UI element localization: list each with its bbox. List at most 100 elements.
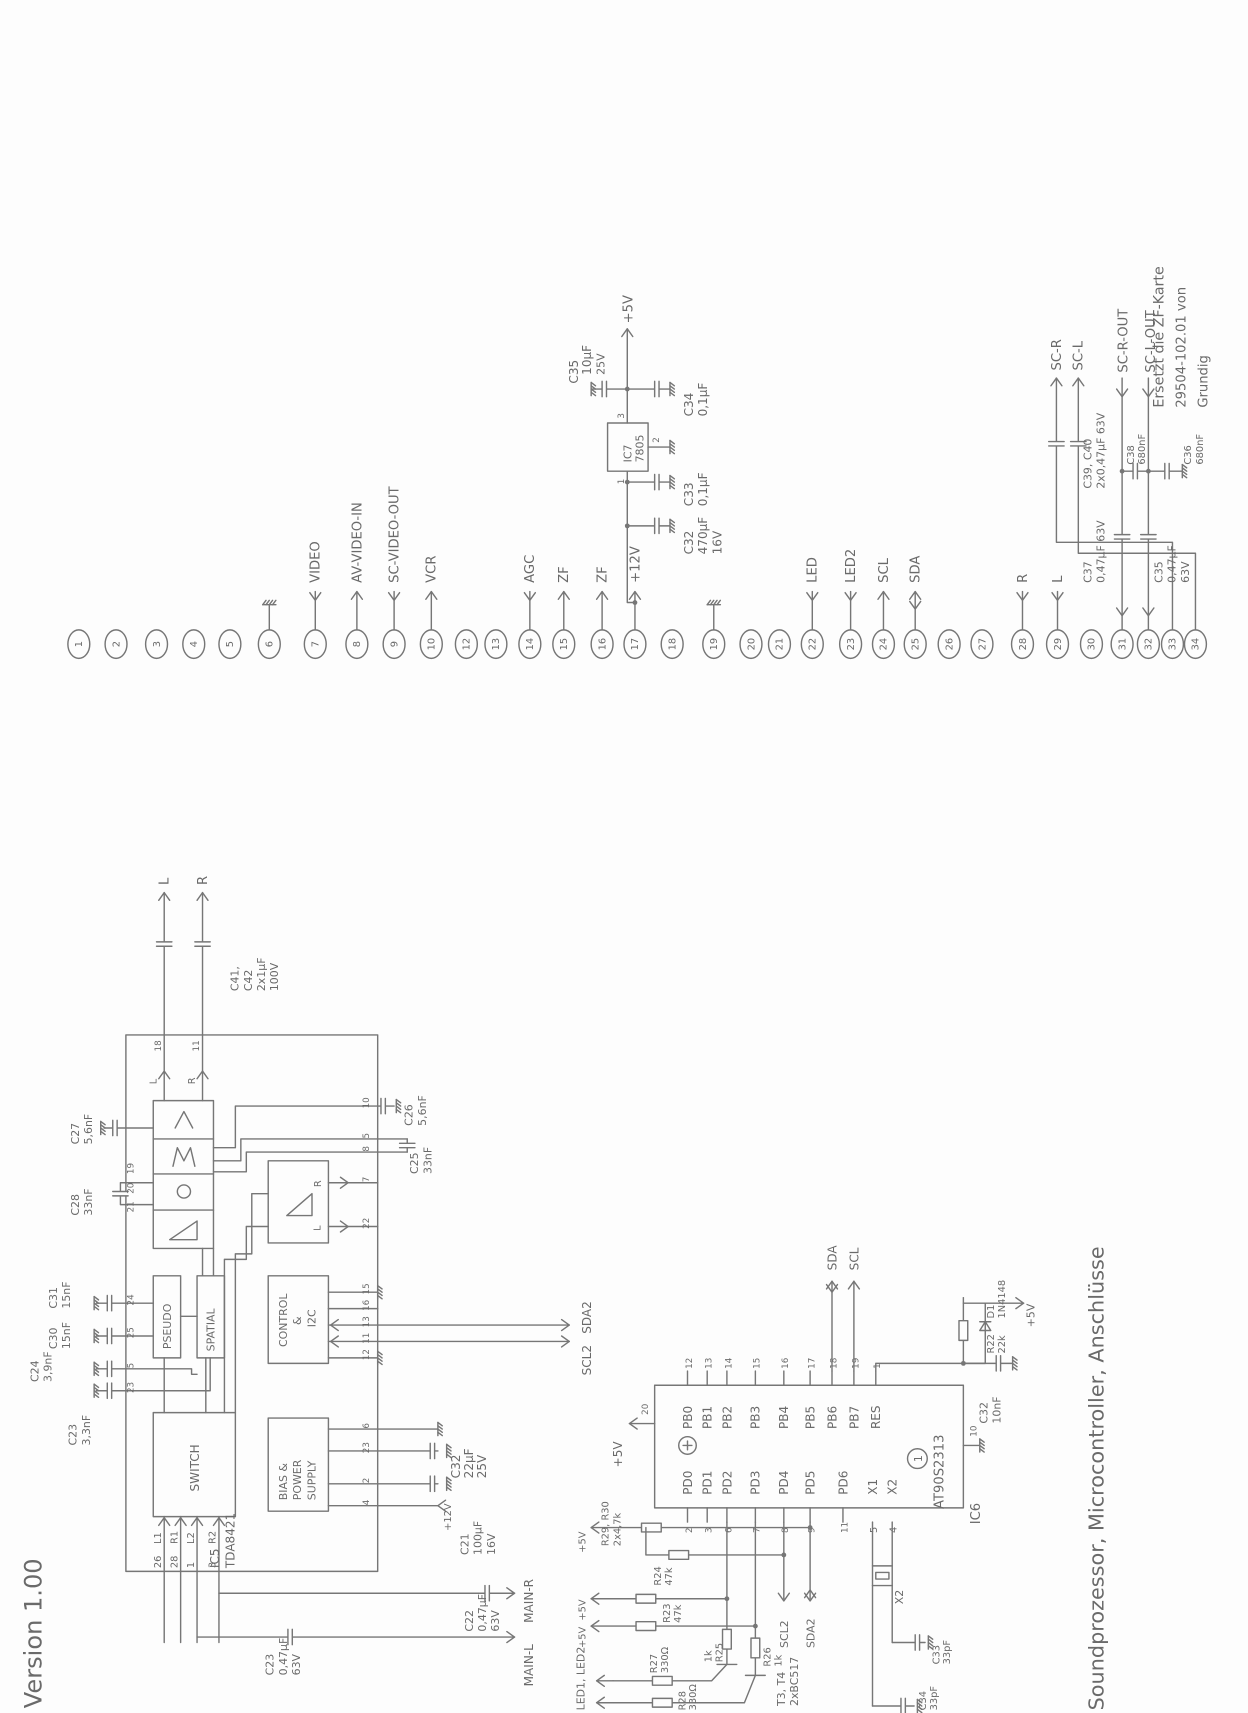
c37-value: 0,47µF 63V	[1095, 520, 1108, 583]
capacitor-icon-gap	[287, 1629, 293, 1645]
resistor-icon	[721, 1628, 732, 1650]
wire	[223, 1225, 269, 1414]
c26-label: C26	[403, 1104, 416, 1126]
arrow-icon	[1142, 388, 1155, 398]
header-line-1: Ersetzt die ZF-Karte	[1152, 266, 1168, 407]
c41-label: C41,	[229, 966, 242, 991]
capacitor-icon-gap	[900, 1698, 906, 1713]
arrow-icon	[1016, 591, 1029, 602]
volume-icon	[168, 1220, 198, 1241]
ground-icon	[1011, 1359, 1018, 1365]
tda-pin-number: 18	[154, 1040, 164, 1051]
ground-icon	[437, 1421, 443, 1427]
arrow-icon	[425, 590, 438, 600]
mcu-sda2-label: SDA2	[804, 1618, 817, 1648]
c23s-value: 3,3nF	[80, 1415, 93, 1446]
capacitor-icon-gap	[156, 941, 172, 947]
pd-pin-number: 11	[840, 1522, 850, 1533]
connector-pin-13	[484, 629, 508, 660]
transistor-label: T3, T4	[775, 1672, 788, 1707]
arrow-icon	[350, 590, 364, 600]
ground-icon	[100, 1127, 106, 1132]
signal-label-16: ZF	[595, 566, 610, 583]
capacitor-icon-gap	[1140, 534, 1157, 540]
mcu-type-label: AT90S2313	[933, 1435, 948, 1509]
c33-value: 0,1µF	[696, 472, 710, 506]
ground-icon	[271, 599, 277, 606]
connector-pin-number: 32	[1144, 638, 1155, 651]
port-d-label: PD1	[701, 1471, 715, 1495]
c32-value: 470µF	[696, 517, 710, 555]
tda-pin-number: 8	[362, 1146, 372, 1152]
capacitor-icon-gap	[107, 1361, 112, 1377]
c33-label: C33	[931, 1645, 942, 1664]
resistor-icon	[958, 1319, 969, 1342]
port-b-label: PB5	[803, 1406, 817, 1429]
arrow-icon	[1050, 377, 1063, 387]
ground-icon	[437, 1431, 443, 1437]
header-line-3: Grundig	[1196, 355, 1211, 408]
ground-icon	[709, 599, 715, 606]
arrow-icon	[1015, 1296, 1025, 1310]
port-d-label: PD0	[681, 1471, 695, 1495]
ground-icon	[93, 1390, 100, 1395]
ground-icon	[262, 599, 267, 606]
volume-r-label: R	[313, 1180, 324, 1187]
ground-icon	[916, 1708, 923, 1713]
c38-label: C38	[1126, 445, 1137, 464]
connector-pin-number: 14	[525, 638, 536, 651]
capacitor-icon-gap	[996, 1355, 1001, 1372]
ground-icon	[716, 599, 722, 606]
arrow-icon	[506, 1630, 516, 1644]
connector-pin-1	[67, 629, 91, 660]
version-label: Version 1.00	[20, 1558, 48, 1708]
ground-icon	[445, 1453, 452, 1459]
pullup-5v-c: +5V	[578, 1626, 589, 1648]
c31-value: 15nF	[60, 1281, 73, 1308]
ground-icon	[376, 1357, 383, 1362]
ground-icon	[93, 1393, 100, 1399]
sda2-label: SDA2	[580, 1301, 594, 1334]
wire	[645, 1526, 785, 1556]
ground-icon	[669, 525, 676, 530]
ground-icon	[265, 599, 271, 606]
ground-icon	[437, 1428, 443, 1434]
wire	[234, 1192, 269, 1414]
connector-pin-number: 6	[265, 641, 276, 647]
supply-label: SUPPLY	[305, 1460, 318, 1500]
r28-label: R28	[677, 1691, 688, 1710]
regulator-5v-label: +5V	[622, 295, 637, 323]
r25-value: 1k	[704, 1650, 715, 1662]
c21-label: C21	[459, 1533, 472, 1555]
ground-icon	[395, 1098, 402, 1104]
ground-icon	[927, 1638, 934, 1644]
c32b-voltage: 25V	[475, 1454, 489, 1478]
ground-icon	[669, 446, 676, 452]
connector-pin-number: 31	[1117, 638, 1128, 651]
c21-voltage: 16V	[485, 1533, 498, 1555]
capacitor-icon-gap	[107, 1383, 112, 1399]
r23-label: R23	[662, 1603, 673, 1622]
regulator-type-label: 7805	[634, 435, 647, 463]
ground-icon	[590, 385, 597, 390]
capacitor-icon-gap	[107, 1328, 112, 1344]
tda-pin-number: 5	[127, 1363, 137, 1369]
vcc-pin-number: 20	[641, 1404, 651, 1415]
c26-value: 5,6nF	[416, 1095, 429, 1126]
c27-label: C27	[69, 1123, 82, 1145]
c23s-label: C23	[67, 1424, 80, 1446]
ground-icon	[437, 1425, 443, 1430]
input-pin-number: 28	[169, 1556, 180, 1569]
ground-icon	[445, 1483, 452, 1488]
ground-icon	[376, 1350, 383, 1356]
capacitor-icon-gap	[430, 1443, 435, 1459]
capacitor-icon-gap	[1070, 441, 1086, 446]
signal-label-25: SDA	[909, 556, 924, 583]
ground-icon	[669, 391, 676, 397]
ground-icon	[916, 1698, 923, 1704]
switch-block	[152, 1411, 237, 1518]
regulator-pin-3: 3	[617, 413, 627, 419]
bias-power-supply-block	[267, 1417, 330, 1512]
tda-pin-number: 5	[362, 1133, 372, 1139]
